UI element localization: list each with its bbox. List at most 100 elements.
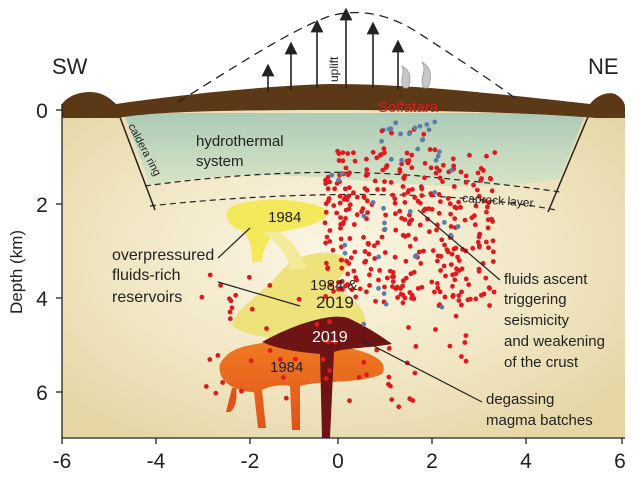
seismic-event-dot <box>340 150 346 156</box>
uplift-arrows <box>261 7 405 92</box>
magma-1984-label: 1984 <box>270 359 303 376</box>
seismic-event-dot <box>392 196 398 202</box>
seismic-event-dot <box>314 322 320 327</box>
seismic-event-dot <box>489 217 495 223</box>
seismic-event-dot <box>335 148 340 154</box>
seismic-event-dot <box>391 274 396 280</box>
seismic-event-dot <box>367 272 372 278</box>
seismic-event-dot <box>388 180 394 185</box>
seismic-event-dot <box>463 358 469 364</box>
seismic-event-dot <box>381 187 387 192</box>
seismic-event-dot <box>448 211 453 217</box>
x-tick-label-0: 0 <box>332 450 344 473</box>
fluids-label-line4: and weakening <box>504 333 605 350</box>
seismic-event-dot <box>373 298 378 304</box>
x-tick-label-neg2: -2 <box>241 450 260 473</box>
seismic-event-dot <box>409 165 415 171</box>
y-tick-label-6: 6 <box>36 382 48 405</box>
seismic-event-dot <box>327 228 333 233</box>
seismic-event-dot <box>375 187 380 192</box>
seismic-event-dot <box>351 150 356 156</box>
seismic-event-dot <box>441 162 446 168</box>
seismic-event-dot <box>485 225 491 231</box>
seismic-event-dot <box>439 237 445 243</box>
seismic-event-dot <box>361 194 367 200</box>
seismic-event-dot <box>475 187 480 193</box>
seismic-event-dot-blue <box>381 205 386 211</box>
hydrothermal-label-line2: system <box>196 153 244 170</box>
x-tick-label-4: 4 <box>520 450 532 473</box>
seismic-event-dot <box>445 249 451 255</box>
seismic-event-dot <box>352 249 358 255</box>
y-tick-label-2: 2 <box>36 194 48 217</box>
seismic-event-dot <box>449 251 455 257</box>
seismic-event-dot <box>339 265 345 271</box>
seismic-event-dot <box>384 163 390 168</box>
seismic-event-dot <box>478 178 484 183</box>
seismic-event-dot <box>351 190 356 196</box>
seismic-event-dot <box>434 227 439 233</box>
seismic-event-dot <box>340 287 345 292</box>
seismic-event-dot <box>382 179 387 185</box>
seismic-event-dot <box>459 289 464 295</box>
seismic-event-dot <box>325 198 331 204</box>
seismic-event-dot <box>389 130 394 136</box>
seismic-event-dot <box>404 158 410 164</box>
seismic-event-dot <box>436 210 442 216</box>
degassing-label-line1: degassing <box>486 391 554 408</box>
seismic-event-dot <box>486 200 492 206</box>
seismic-event-dot <box>463 180 469 185</box>
seismic-event-dot <box>328 282 334 287</box>
seismic-event-dot <box>347 185 352 191</box>
seismic-event-dot <box>361 360 367 365</box>
seismic-event-dot <box>437 175 443 181</box>
seismic-event-dot <box>332 339 338 345</box>
seismic-event-dot <box>490 259 496 264</box>
seismic-event-dot <box>338 225 343 231</box>
seismic-event-dot <box>409 152 415 158</box>
seismic-event-dot <box>456 298 462 303</box>
seismic-event-dot <box>450 294 456 299</box>
seismic-event-dot <box>218 282 224 288</box>
seismic-event-dot <box>448 262 454 267</box>
seismic-event-dot <box>450 156 456 162</box>
seismic-event-dot <box>349 287 355 293</box>
seismic-event-dot <box>491 289 497 295</box>
seismic-event-dot <box>379 138 384 144</box>
seismic-event-dot <box>277 357 283 362</box>
seismic-event-dot <box>392 200 398 206</box>
seismic-event-dot <box>403 258 409 264</box>
seismic-event-dot <box>402 217 408 222</box>
seismic-event-dot <box>481 198 487 204</box>
y-tick-label-0: 0 <box>36 100 48 123</box>
seismic-event-dot <box>345 271 351 277</box>
seismic-event-dot <box>418 184 424 190</box>
seismic-event-dot <box>354 277 360 283</box>
seismic-event-dot <box>429 206 435 212</box>
seismic-event-dot <box>213 390 219 396</box>
seismic-event-dot <box>411 296 417 302</box>
seismic-event-dot <box>336 280 341 285</box>
seismic-event-dot-blue <box>382 220 387 226</box>
seismic-event-dot <box>433 170 439 176</box>
seismic-event-dot-blue <box>455 224 461 229</box>
seismic-event-dot <box>386 381 391 387</box>
seismic-event-dot <box>351 222 357 227</box>
overpressured-label-line3: reservoirs <box>112 289 182 306</box>
seismic-event-dot-blue <box>383 301 389 307</box>
leader-overpressured-lower <box>217 281 301 307</box>
seismic-event-dot <box>459 354 464 359</box>
seismic-event-dot <box>400 300 406 306</box>
seismic-event-dot <box>403 275 409 281</box>
seismic-event-dot <box>324 234 330 240</box>
seismic-event-dot <box>407 243 413 249</box>
seismic-event-dot <box>438 199 443 205</box>
seismic-event-dot <box>412 125 418 131</box>
seismic-event-dot <box>292 356 298 362</box>
seismic-event-dot <box>405 190 411 195</box>
orientation-ne: NE <box>588 54 619 79</box>
seismic-event-dot <box>427 147 433 152</box>
seismic-event-dot <box>404 150 410 156</box>
seismic-event-dot <box>398 131 403 137</box>
seismic-event-dot <box>437 168 442 174</box>
